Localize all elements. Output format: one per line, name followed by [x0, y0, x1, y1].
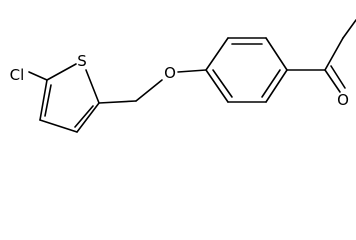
bond-c4-c5 — [39, 79, 48, 121]
bond-c2-c3 — [76, 102, 100, 133]
bond-c2-ch2 — [98, 100, 137, 104]
atom-label-carbonyl-oxygen: O — [337, 91, 349, 109]
bond-c3-c4 — [39, 119, 78, 133]
bond-c5-cl — [28, 71, 48, 81]
structure-canvas: Cl S O O — [10, 19, 356, 133]
thiophene-ring — [39, 63, 100, 133]
bond-b1-b2 — [205, 37, 229, 71]
bond-b4-b5-inner — [261, 69, 281, 98]
atom-label-ether-oxygen: O — [164, 64, 176, 82]
bond-b4-b5 — [265, 69, 288, 103]
bond-c2-c3-inner — [74, 105, 94, 128]
bond-ch2-ch3 — [342, 19, 356, 39]
bond-b3-b4 — [265, 37, 288, 71]
bond-c5-s — [46, 63, 77, 81]
bond-o-ring — [177, 69, 207, 73]
bond-ch2-o — [135, 79, 163, 102]
bond-carbonyl-o — [324, 69, 341, 93]
bond-carbonyl-o-second — [330, 65, 346, 89]
benzene-ring — [205, 37, 288, 103]
atom-label-sulfur: S — [77, 52, 87, 70]
molecule-structure: Cl S O O — [10, 19, 356, 133]
bond-b6-b1-inner — [212, 69, 233, 98]
atom-label-chlorine: Cl — [10, 66, 25, 84]
bond-b6-b1 — [205, 69, 229, 103]
bond-s-c2 — [85, 69, 100, 104]
bond-c4-c5-inner — [44, 84, 52, 117]
bond-carbonyl-ch2 — [324, 37, 344, 71]
